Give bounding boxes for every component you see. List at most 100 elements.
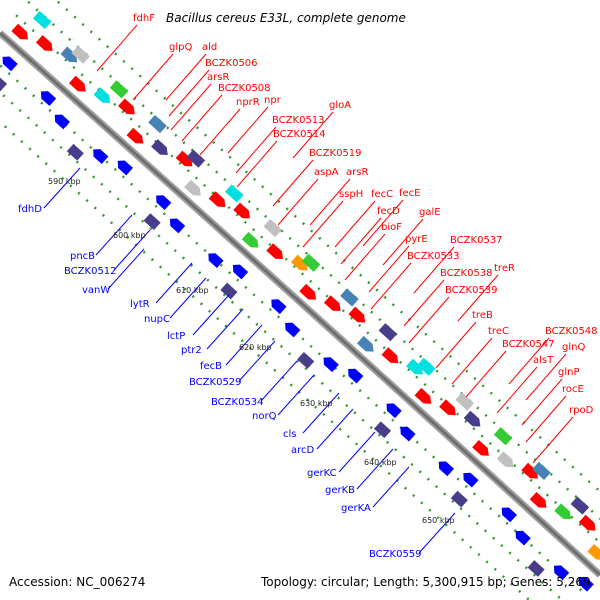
forward-connector: [525, 353, 567, 401]
forward-gene-label: fecC: [371, 189, 393, 200]
reverse-connector: [302, 392, 340, 434]
forward-feature: [472, 439, 489, 456]
forward-arrow: [578, 514, 596, 531]
cog-box: [570, 496, 590, 515]
forward-connector: [334, 200, 376, 248]
cog-box: [263, 219, 282, 238]
forward-arrow: [496, 451, 514, 468]
cog-rect: [570, 496, 590, 515]
tick-label: 600 kbp: [113, 231, 146, 240]
forward-arrow: [554, 503, 572, 520]
reverse-gene-label: gerKC: [307, 468, 337, 479]
forward-feature: [496, 451, 514, 468]
forward-gene-label: alsT: [533, 355, 554, 366]
forward-arrow: [208, 191, 226, 207]
reverse-arrow: [117, 160, 133, 176]
cog-rect: [378, 323, 398, 342]
forward-arrow: [35, 35, 53, 51]
cog-rect: [32, 10, 52, 30]
reverse-arrow: [285, 322, 301, 338]
forward-arrow: [93, 87, 111, 103]
forward-connector: [368, 245, 410, 293]
reverse-arrow: [553, 565, 570, 581]
accession-text: Accession: NC_006274: [9, 575, 145, 589]
forward-connector: [272, 159, 314, 207]
forward-gene-label: glpQ: [169, 42, 192, 53]
forward-feature: [208, 191, 226, 207]
forward-connector: [132, 53, 174, 101]
reverse-arrow: [2, 56, 18, 72]
reverse-feature: [348, 368, 364, 384]
forward-connector: [413, 246, 455, 294]
cog-rect: [109, 80, 129, 99]
cog-box: [416, 357, 436, 376]
forward-arrow: [11, 23, 29, 40]
forward-gene-label: BCZK0533: [407, 251, 460, 262]
forward-feature: [356, 335, 374, 352]
reverse-connector: [260, 360, 298, 402]
cog-box: [378, 323, 398, 342]
reverse-cog-box: [220, 282, 238, 300]
forward-arrow: [175, 150, 193, 167]
forward-gene-label: glnQ: [562, 342, 585, 353]
forward-arrow: [463, 410, 481, 427]
forward-gene-label: treR: [494, 263, 515, 274]
tick-label: 640 kbp: [364, 458, 397, 467]
reverse-feature: [54, 114, 71, 130]
forward-connector: [382, 218, 424, 266]
reverse-gene-label: norQ: [252, 411, 277, 422]
label-connectors: [43, 24, 574, 554]
forward-connector: [277, 178, 319, 226]
forward-gene-label: gloA: [329, 100, 351, 111]
reverse-feature: [578, 576, 594, 592]
forward-gene-label: treB: [472, 310, 493, 321]
forward-arrow: [184, 179, 201, 196]
forward-gene-label: BCZK0537: [450, 235, 503, 246]
forward-feature: [290, 254, 308, 271]
forward-gene-label: galE: [419, 207, 441, 218]
reverse-arrow: [501, 507, 517, 523]
forward-connector: [521, 378, 563, 426]
reverse-cog-box: [373, 421, 392, 439]
forward-feature: [578, 514, 596, 531]
reverse-connector: [206, 308, 244, 350]
cog-rect: [301, 253, 321, 272]
forward-connector: [370, 262, 412, 310]
map-title: Bacillus cereus E33L, complete genome: [166, 11, 406, 25]
reverse-gene-label: BCZK0534: [211, 397, 264, 408]
forward-arrow: [406, 358, 423, 375]
forward-gene-label: rpoD: [569, 405, 594, 416]
cog-box: [340, 288, 359, 307]
cog-rect: [532, 461, 551, 480]
forward-arrow: [439, 399, 456, 416]
reverse-arrow: [348, 368, 364, 384]
forward-feature: [118, 98, 135, 115]
reverse-feature: [386, 403, 402, 419]
cog-rect: [224, 184, 244, 203]
reverse-gene-label: lytR: [130, 299, 150, 310]
reverse-arrow: [232, 264, 249, 280]
reverse-cog-rect: [0, 74, 8, 92]
cog-rect: [493, 427, 513, 446]
cog-rect: [263, 219, 282, 238]
forward-gene-label: rocE: [562, 384, 584, 395]
reverse-feature: [553, 565, 570, 581]
reverse-gene-labels: fdhDpncBBCZK0512vanWlytRnupClctPptr2fecB…: [18, 204, 422, 560]
reverse-connector: [43, 167, 81, 209]
reverse-cog-rect: [66, 143, 84, 161]
forward-gene-label: pyrE: [405, 234, 428, 245]
reverse-connector: [155, 262, 193, 304]
forward-gene-label: glnP: [558, 367, 580, 378]
forward-arrow: [241, 231, 259, 248]
forward-feature: [93, 87, 111, 103]
reverse-cog-box: [0, 74, 8, 92]
reverse-cog-box: [527, 560, 545, 577]
forward-gene-label: sspH: [339, 189, 363, 200]
forward-connector: [292, 111, 334, 159]
tick-label: 590 kbp: [48, 177, 81, 186]
reverse-feature: [515, 530, 531, 546]
reverse-cog-rect: [527, 560, 545, 577]
reverse-feature: [438, 461, 455, 477]
forward-arrow: [299, 283, 317, 300]
